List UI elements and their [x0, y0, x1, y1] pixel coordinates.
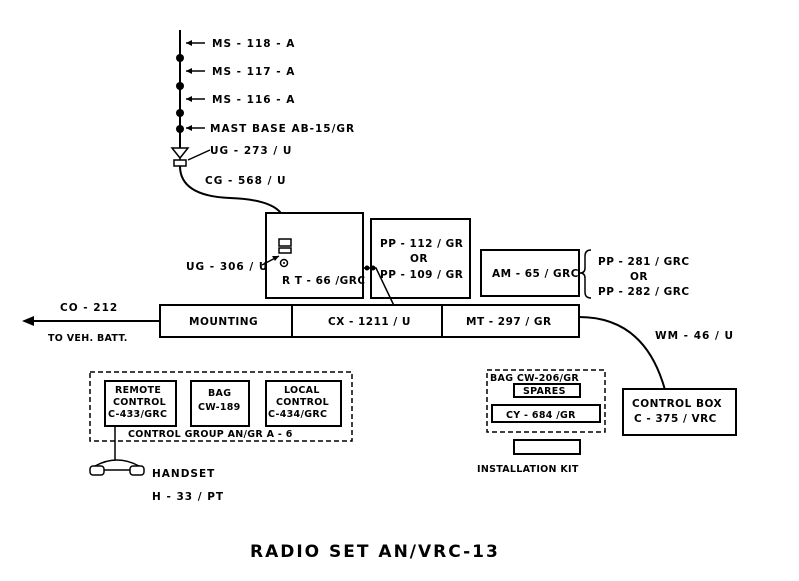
rt66-box: [265, 212, 364, 299]
local-line2: CONTROL: [276, 397, 329, 408]
pp-line1: PP - 112 / GR: [380, 238, 463, 250]
rt66-label: R T - 66 /GRC: [282, 275, 366, 287]
spares-label: SPARES: [523, 386, 566, 397]
control-box: [622, 388, 737, 436]
bag206-label: BAG CW-206/GR: [490, 373, 579, 384]
mt297-label: MT - 297 / GR: [466, 316, 552, 328]
pp282-label: PP - 282 / GRC: [598, 286, 690, 298]
remote-line2: CONTROL: [113, 397, 166, 408]
co212-label: CO - 212: [60, 302, 118, 314]
pp-line3: PP - 109 / GR: [380, 269, 463, 281]
ms116-label: MS - 116 - A: [212, 94, 295, 106]
cx1211-label: CX - 1211 / U: [328, 316, 411, 328]
local-line3: C-434/GRC: [268, 409, 327, 420]
am65-label: AM - 65 / GRC: [492, 268, 579, 280]
mast-assembly: [170, 30, 286, 238]
control-box-line1: CONTROL BOX: [632, 398, 722, 410]
bag189-line1: BAG: [208, 388, 231, 399]
to-battery-label: TO VEH. BATT.: [48, 333, 128, 344]
pp-box: [370, 218, 471, 299]
mt297-box: [441, 304, 580, 338]
bag-cw189-box: [190, 380, 250, 427]
ug273-label: UG - 273 / U: [210, 145, 292, 157]
handset-icon: [89, 459, 145, 476]
cy684-box: [491, 404, 601, 423]
mast-base-label: MAST BASE AB-15/GR: [210, 123, 355, 135]
mounting-label: MOUNTING: [189, 316, 258, 328]
control-box-line2: C - 375 / VRC: [634, 413, 717, 425]
installation-kit-label: INSTALLATION KIT: [477, 464, 579, 475]
handset-label: HANDSET: [152, 468, 215, 480]
remote-control-box: [104, 380, 177, 427]
remote-line3: C-433/GRC: [108, 409, 167, 420]
cy684-label: CY - 684 /GR: [506, 410, 576, 421]
control-group-label: CONTROL GROUP AN/GR A - 6: [128, 429, 293, 440]
cg568-label: CG - 568 / U: [205, 175, 287, 187]
remote-line1: REMOTE: [115, 385, 161, 396]
am65-box: [480, 249, 580, 297]
pp-line2: OR: [410, 253, 428, 265]
ms117-label: MS - 117 - A: [212, 66, 295, 78]
cx1211-box: [291, 304, 443, 338]
pp281-label: PP - 281 / GRC: [598, 256, 690, 268]
spares-group-boundary: [486, 369, 606, 433]
wm46-label: WM - 46 / U: [655, 330, 734, 342]
ms118-label: MS - 118 - A: [212, 38, 295, 50]
control-group-boundary: [89, 371, 353, 442]
local-line1: LOCAL: [284, 385, 320, 396]
ug306-label: UG - 306 / U: [186, 261, 268, 273]
bag189-line2: CW-189: [198, 402, 241, 413]
installation-kit-box: [513, 439, 581, 455]
pp-or-label: OR: [630, 271, 648, 283]
h33-label: H - 33 / PT: [152, 491, 224, 503]
diagram-title: RADIO SET AN/VRC-13: [250, 542, 500, 562]
local-control-box: [265, 380, 342, 427]
spares-box: [513, 383, 581, 398]
